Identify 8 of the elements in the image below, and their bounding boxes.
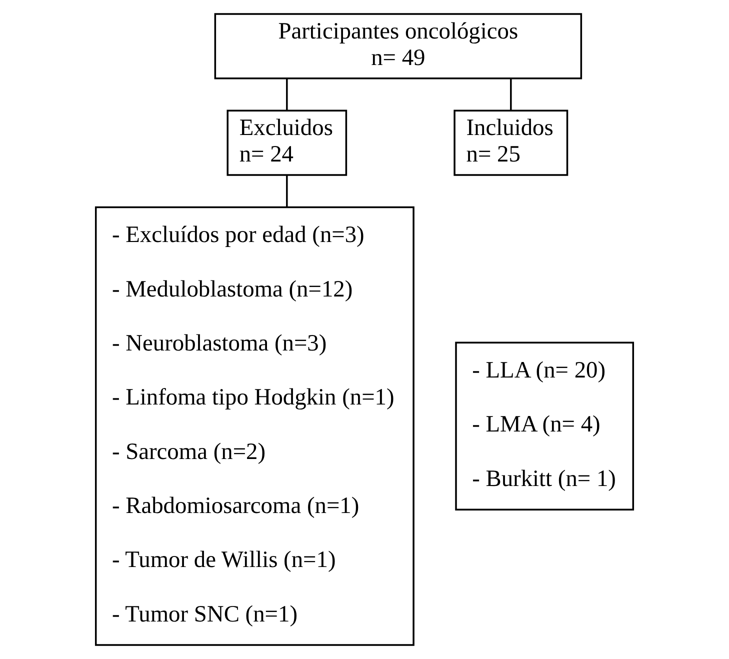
connector: [510, 78, 512, 110]
connector: [286, 78, 288, 110]
node-box: - Excluídos por edad (n=3) - Meduloblastoma (n=12) - Neuroblastoma (n=3) - Linfoma tipo Hodgkin (n=1) - Sarcoma (n=2) - Rabdomiosarcoma (n=1) - Tumor de Willis (n=1) - Tumor SNC (n=1): [94, 206, 414, 646]
connector: [286, 175, 288, 207]
node-box: Incluidos n= 25: [454, 110, 568, 176]
node-box: - LLA (n= 20) - LMA (n= 4) - Burkitt (n= 1): [455, 342, 634, 510]
node-box: Participantes oncológicos n= 49: [214, 13, 582, 80]
node-box: Excluidos n= 24: [226, 110, 348, 176]
